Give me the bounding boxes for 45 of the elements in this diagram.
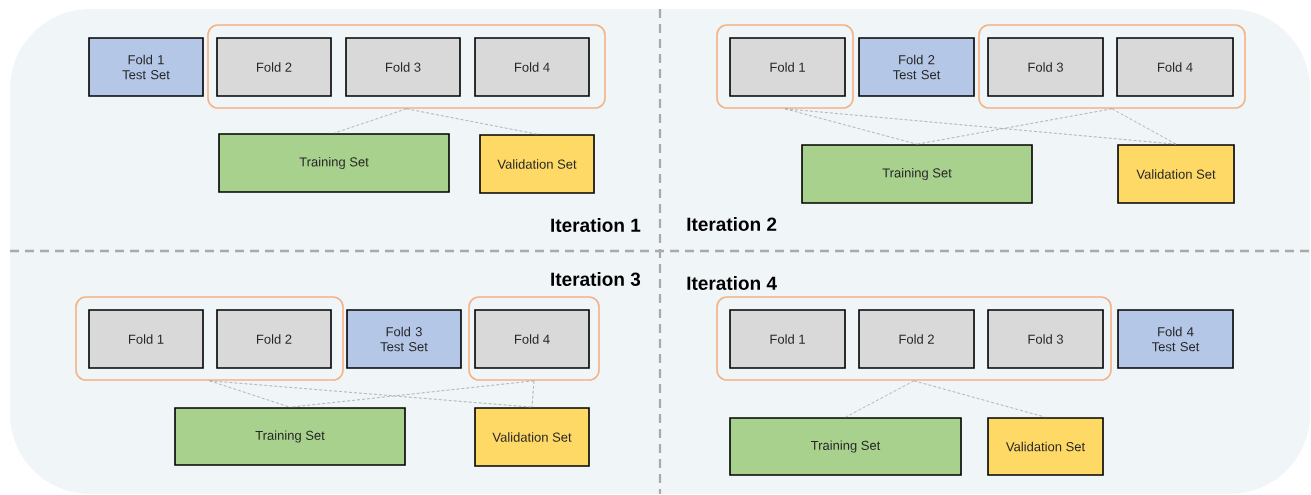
test-set-box: Fold 2 Test Set	[858, 37, 975, 97]
training-set-box: Training Set	[218, 133, 450, 193]
validation-set-box: Validation Set	[479, 134, 595, 194]
training-set-box: Training Set	[801, 144, 1033, 204]
training-set-box: Training Set	[729, 417, 962, 476]
fold-group-outline	[75, 296, 344, 381]
iteration-label: Iteration 3	[551, 272, 641, 286]
fold-box: Fold 1	[88, 309, 204, 369]
connector-line	[913, 380, 1046, 418]
fold-group-outline	[716, 296, 1112, 381]
connector-line	[531, 380, 535, 408]
connector-line	[784, 108, 918, 145]
fold-group-outline	[207, 24, 606, 109]
connector-line	[289, 380, 535, 408]
fold-box: Fold 2	[216, 309, 332, 369]
fold-group-outline	[468, 296, 600, 381]
fold-box: Fold 1	[729, 37, 846, 97]
fold-box: Fold 3	[345, 37, 461, 97]
iteration-label: Iteration 4	[687, 276, 777, 290]
fold-box: Fold 4	[1116, 37, 1234, 97]
validation-set-box: Validation Set	[987, 417, 1104, 476]
connector-line	[784, 108, 1177, 145]
test-set-box: Fold 3 Test Set	[346, 309, 462, 369]
test-set-box: Fold 4 Test Set	[1117, 309, 1234, 369]
iteration-label: Iteration 2	[687, 217, 777, 231]
connector-line	[845, 380, 915, 418]
fold-box: Fold 1	[729, 309, 846, 369]
fold-group-outline	[716, 24, 854, 109]
iteration-label: Iteration 1	[551, 218, 641, 232]
validation-set-box: Validation Set	[1117, 144, 1235, 204]
fold-box: Fold 4	[474, 309, 590, 369]
fold-box: Fold 2	[858, 309, 975, 369]
connector-line	[916, 108, 1113, 145]
fold-box: Fold 2	[216, 37, 332, 97]
connector-line	[1111, 108, 1177, 145]
validation-set-box: Validation Set	[474, 407, 590, 467]
connector-line	[406, 108, 538, 135]
fold-group-outline	[978, 24, 1246, 109]
fold-box: Fold 4	[474, 37, 590, 97]
test-set-box: Fold 1 Test Set	[88, 37, 204, 97]
fold-box: Fold 3	[987, 309, 1104, 369]
fold-box: Fold 3	[987, 37, 1104, 97]
connector-line	[209, 380, 533, 408]
training-set-box: Training Set	[174, 407, 406, 466]
connector-line	[333, 108, 407, 134]
